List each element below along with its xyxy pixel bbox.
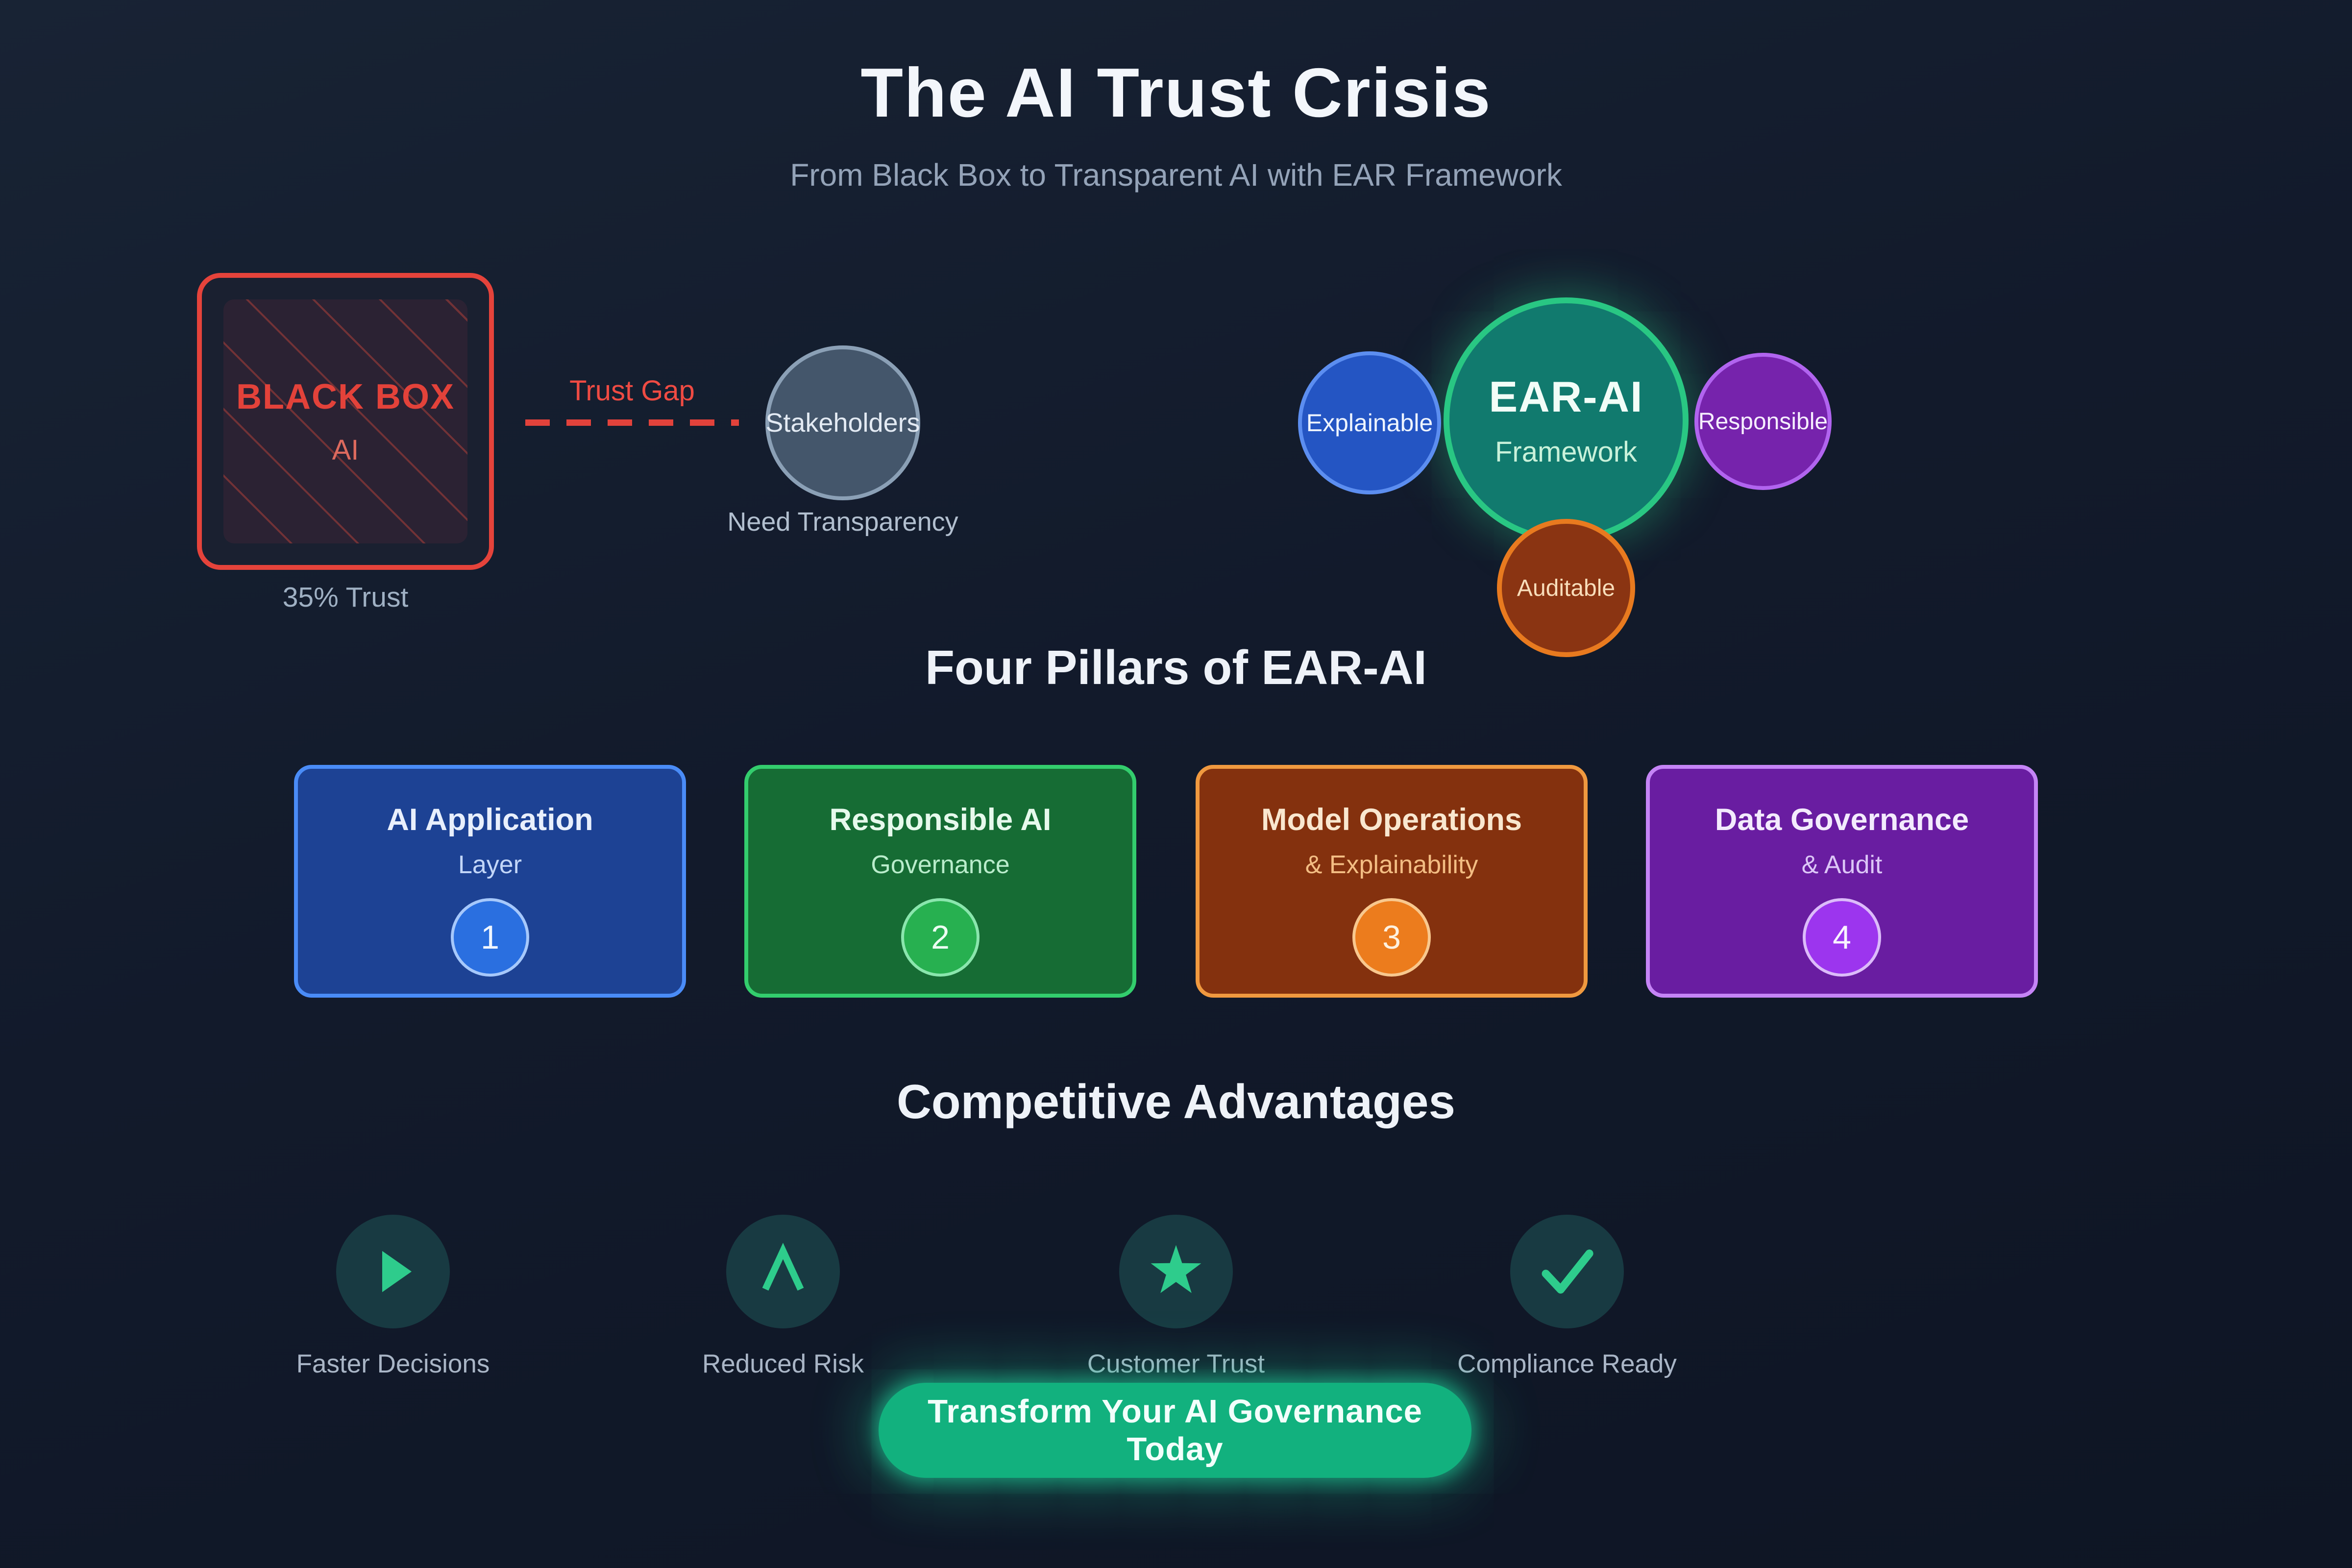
pillars-heading: Four Pillars of EAR-AI	[925, 640, 1427, 694]
advantages-heading: Competitive Advantages	[897, 1075, 1455, 1128]
ear-framework-subtitle: Framework	[1494, 436, 1638, 468]
black-box-title: BLACK BOX	[236, 377, 455, 416]
pillar-card-4: Data Governance & Audit 4	[1646, 765, 2038, 998]
pillar-card-title: AI Application	[387, 803, 593, 837]
page-title: The AI Trust Crisis	[860, 54, 1492, 132]
explainable-circle: Explainable	[1298, 351, 1441, 494]
pillar-card-subtitle: & Explainability	[1305, 851, 1478, 879]
auditable-circle: Auditable	[1497, 519, 1635, 657]
stakeholders-caption: Need Transparency	[727, 507, 958, 537]
explainable-label: Explainable	[1306, 409, 1433, 437]
pillar-card-1: AI Application Layer 1	[294, 765, 686, 998]
pillar-card-2: Responsible AI Governance 2	[744, 765, 1136, 998]
black-box-subtitle: AI	[332, 434, 359, 466]
responsible-label: Responsible	[1698, 408, 1828, 435]
trust-gap-label: Trust Gap	[569, 375, 695, 407]
advantage-item: Compliance Ready	[1420, 1215, 1714, 1379]
trust-gap-dashed-line	[525, 419, 739, 426]
chevron-up-icon	[726, 1215, 840, 1328]
responsible-circle: Responsible	[1694, 353, 1832, 490]
page-subtitle: From Black Box to Transparent AI with EA…	[790, 157, 1562, 193]
advantage-item: Faster Decisions	[246, 1215, 540, 1379]
stakeholders-label: Stakeholders	[765, 408, 920, 438]
pillar-card-title: Responsible AI	[829, 803, 1052, 837]
pillar-card-subtitle: Layer	[458, 851, 522, 879]
ear-framework-circle: EAR-AI Framework	[1444, 297, 1689, 542]
pillar-card-title: Data Governance	[1715, 803, 1969, 837]
stakeholders-circle: Stakeholders	[765, 345, 920, 500]
pillar-card-number-badge: 1	[451, 898, 529, 977]
black-box-trust-caption: 35% Trust	[282, 582, 409, 613]
advantage-item: Customer Trust	[1029, 1215, 1323, 1379]
cta-label: Transform Your AI Governance Today	[928, 1393, 1422, 1468]
advantage-label: Faster Decisions	[296, 1349, 490, 1378]
pillar-card-subtitle: Governance	[871, 851, 1010, 879]
ear-framework-title: EAR-AI	[1489, 372, 1643, 421]
black-box-card: BLACK BOX AI	[197, 273, 494, 570]
advantage-label: Customer Trust	[1087, 1349, 1265, 1378]
play-icon	[336, 1215, 450, 1328]
pillar-card-number-badge: 3	[1352, 898, 1431, 977]
auditable-label: Auditable	[1517, 575, 1616, 601]
pillar-card-number-badge: 2	[901, 898, 980, 977]
pillar-card-3: Model Operations & Explainability 3	[1196, 765, 1588, 998]
advantage-label: Reduced Risk	[702, 1349, 864, 1378]
black-box-hatch-pattern: BLACK BOX AI	[223, 299, 467, 543]
pillar-card-subtitle: & Audit	[1801, 851, 1883, 879]
cta-button[interactable]: Transform Your AI Governance Today	[879, 1383, 1471, 1478]
check-icon	[1510, 1215, 1624, 1328]
pillar-card-number-badge: 4	[1803, 898, 1881, 977]
star-icon	[1119, 1215, 1233, 1328]
pillar-card-title: Model Operations	[1261, 803, 1522, 837]
advantage-label: Compliance Ready	[1457, 1349, 1677, 1378]
advantage-item: Reduced Risk	[636, 1215, 930, 1379]
